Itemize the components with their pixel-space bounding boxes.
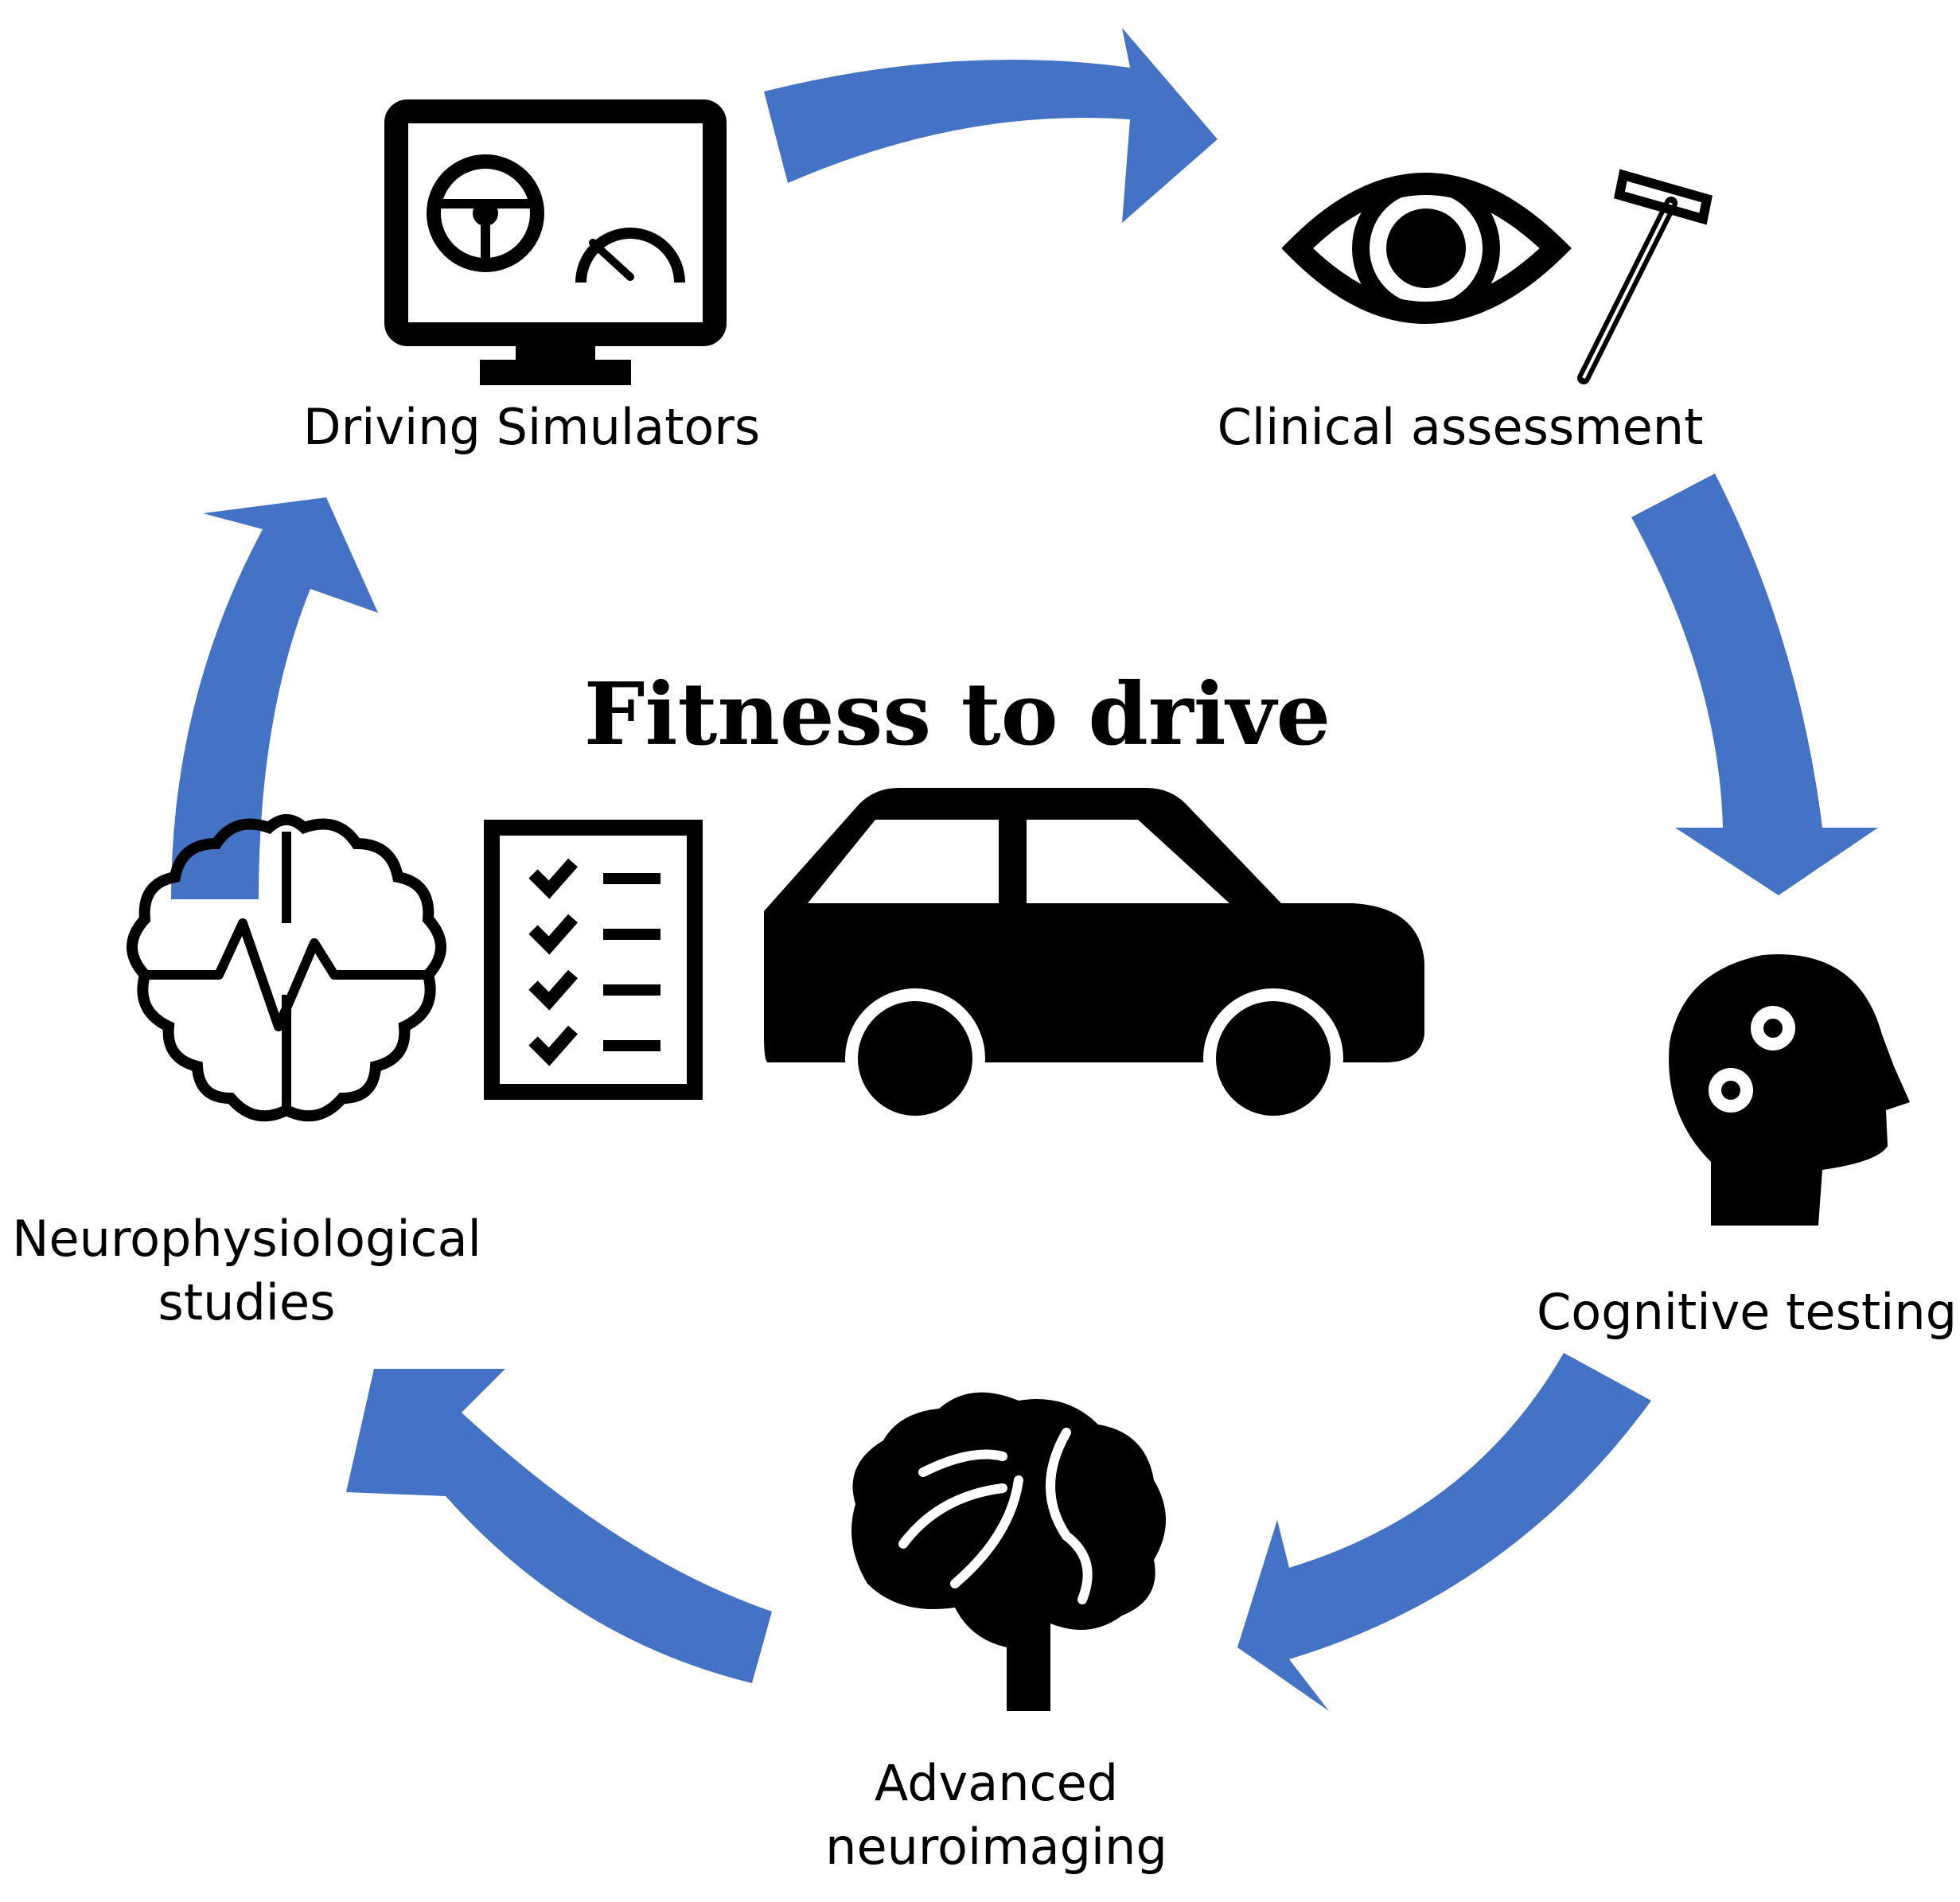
head-with-gears-icon <box>1669 954 1910 1226</box>
stage-label-advanced-neuroimaging-line1: Advanced <box>875 1754 1118 1812</box>
arrow-neuroimaging-to-neurophysiological <box>346 1369 772 1683</box>
stage-label-driving-simulators: Driving Simulators <box>303 398 760 456</box>
monitor-driving-simulator-icon <box>384 99 727 385</box>
cycle-arrows <box>171 28 1878 1711</box>
stage-label-neurophysiological-line2: studies <box>158 1273 336 1331</box>
brain-icon <box>851 1392 1166 1711</box>
car-icon <box>764 788 1424 1128</box>
arrow-simulators-to-clinical <box>764 28 1218 223</box>
checklist-icon <box>484 820 703 1100</box>
eye-and-reflex-hammer-icon <box>1281 169 1713 384</box>
arrow-cognitive-to-neuroimaging <box>1237 1353 1651 1711</box>
arrow-clinical-to-cognitive <box>1631 474 1878 895</box>
stage-label-neurophysiological-line1: Neurophysiological <box>12 1210 481 1268</box>
stage-label-cognitive-testing: Cognitive testing <box>1537 1283 1957 1341</box>
stage-label-advanced-neuroimaging-line2: neuroimaging <box>825 1818 1167 1876</box>
diagram-title: Fitness to drive <box>584 665 1331 765</box>
arrow-neurophysiological-to-simulators <box>171 497 378 899</box>
stage-label-clinical-assessment: Clinical assessment <box>1218 398 1704 456</box>
brain-wave-icon <box>127 814 446 1122</box>
